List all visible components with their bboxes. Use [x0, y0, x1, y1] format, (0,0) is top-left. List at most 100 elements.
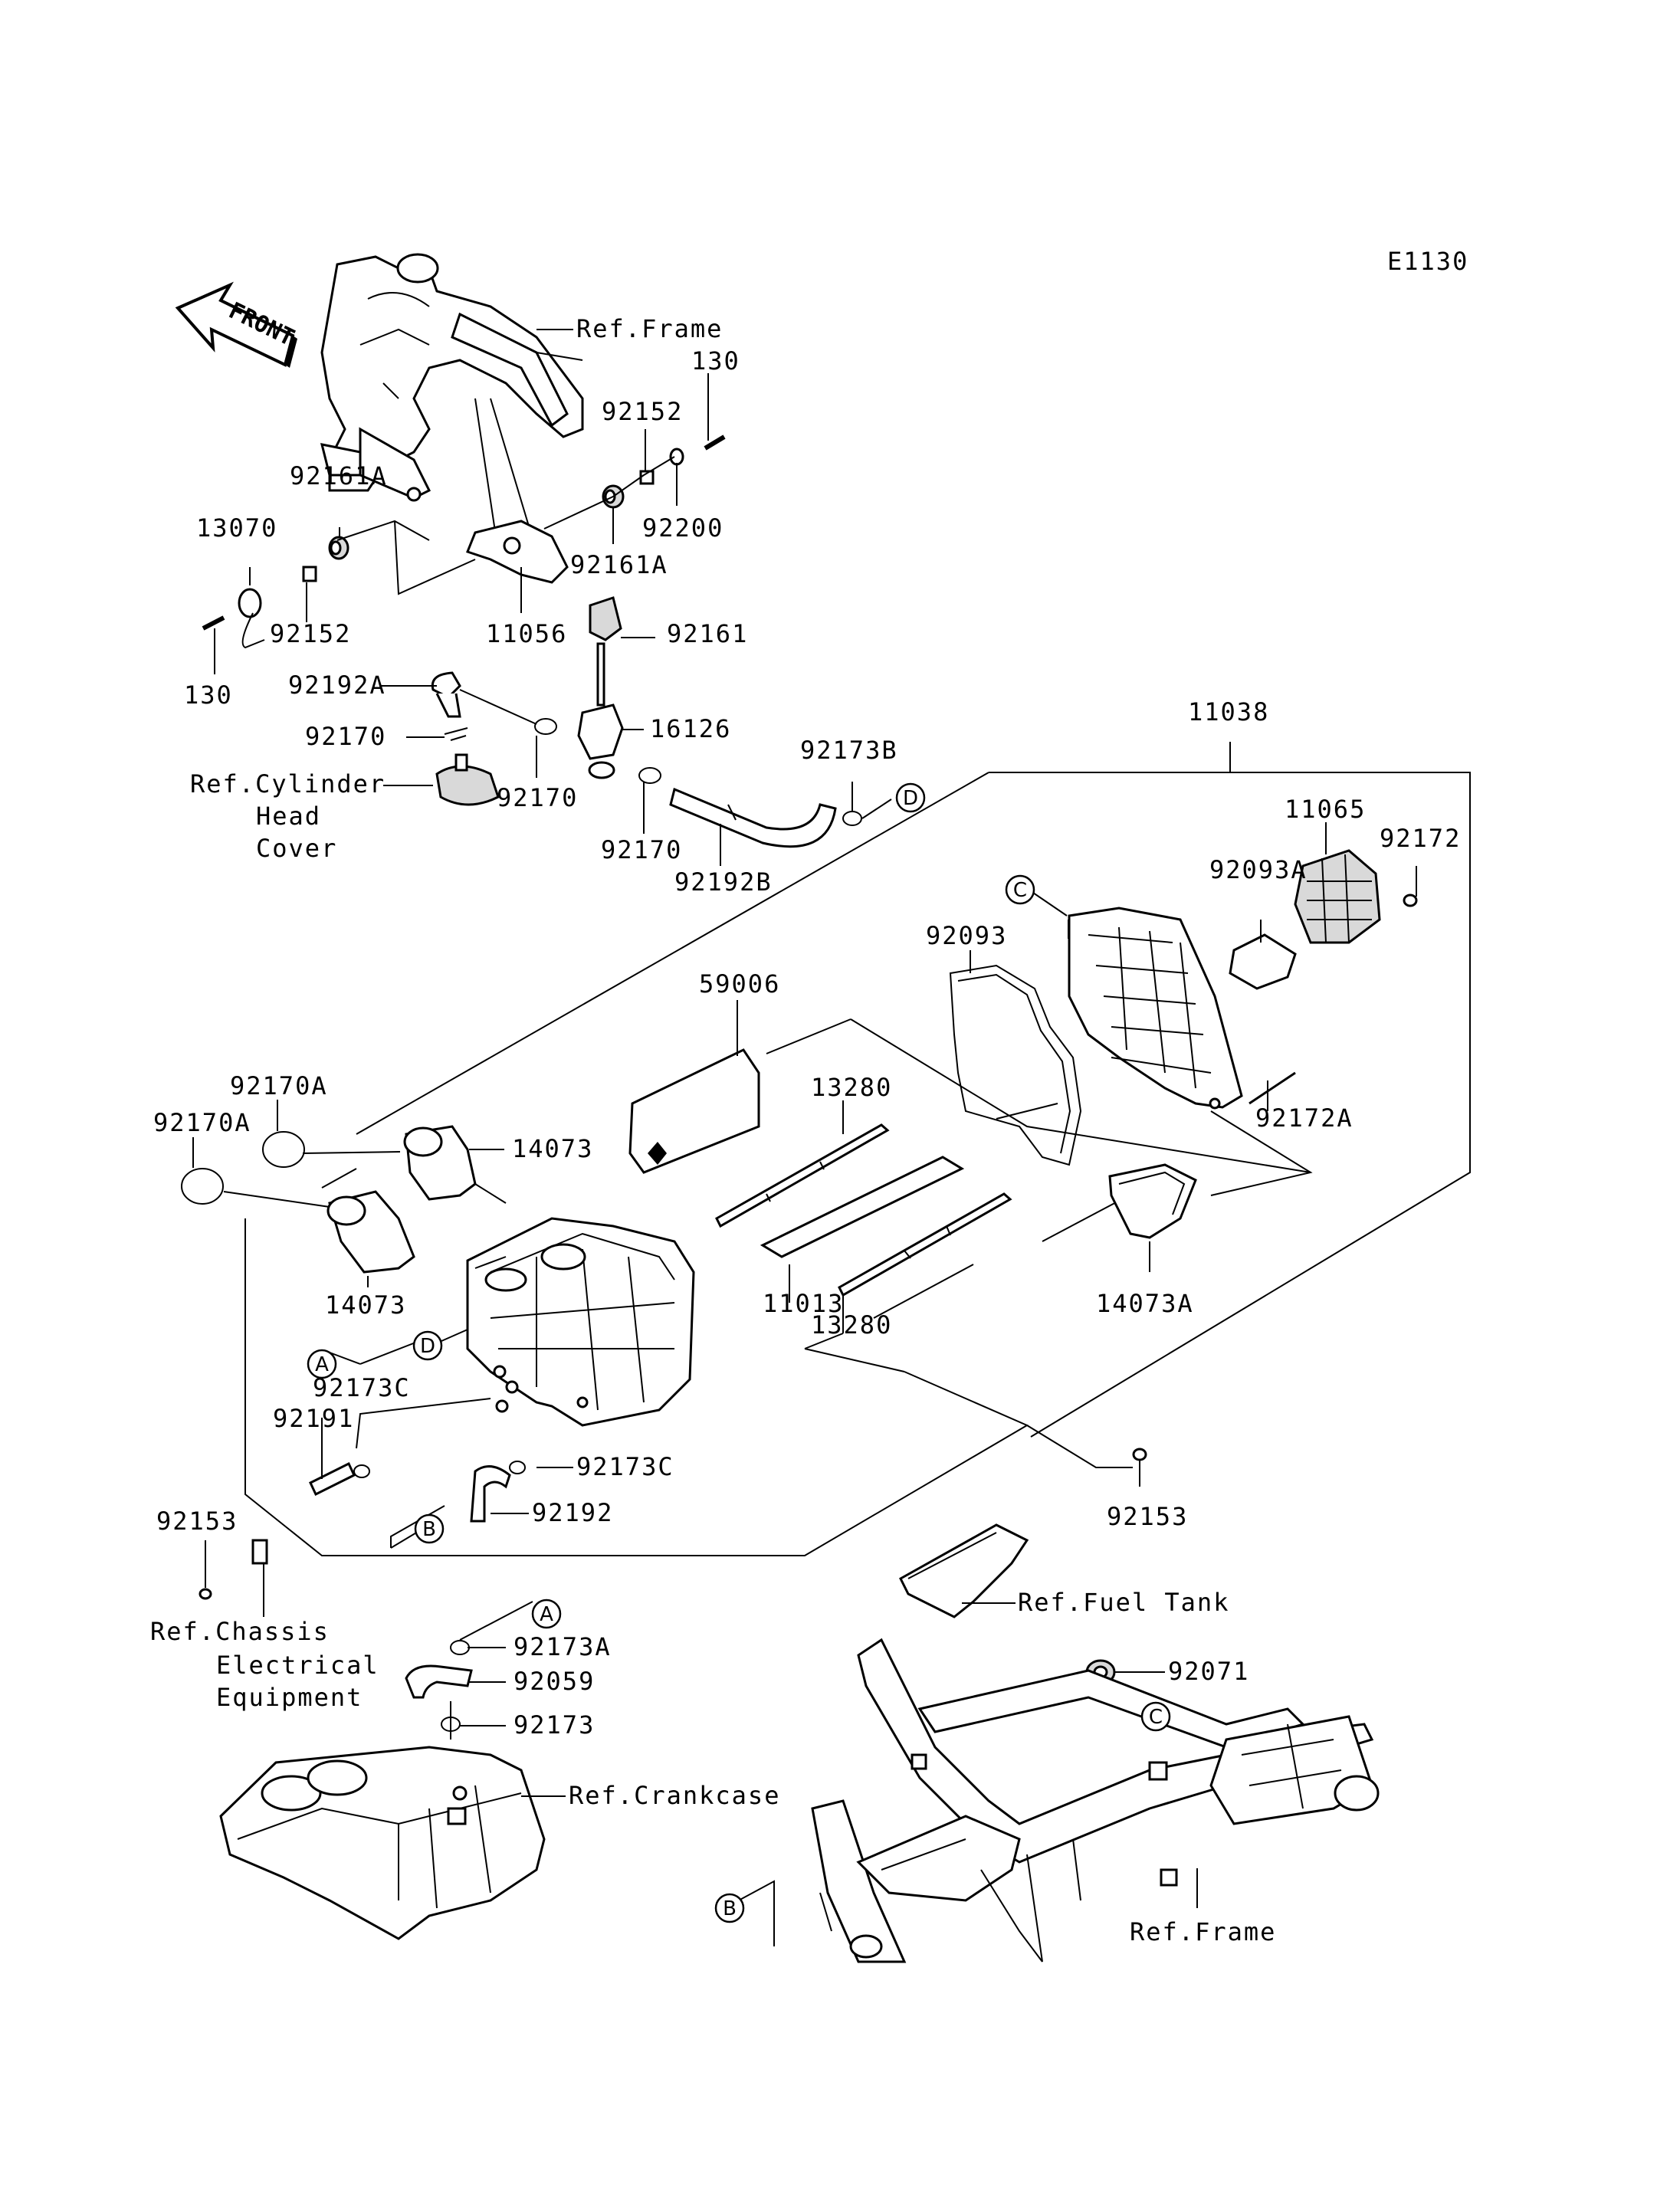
label-92093: 92093 — [926, 921, 1007, 950]
damper-92161A-left — [328, 536, 349, 560]
callout-a-crankcase: A — [531, 1599, 562, 1629]
label-ref-frame-bottom: Ref.Frame — [1130, 1917, 1276, 1946]
hose-92192A — [431, 671, 461, 718]
label-ref-chassis-2: Electrical — [216, 1651, 379, 1680]
label-14073A: 14073A — [1096, 1289, 1194, 1318]
svg-text:C: C — [1149, 1706, 1163, 1729]
front-arrow-icon: FRONT — [175, 281, 298, 368]
callout-d-case: D — [412, 1330, 443, 1361]
label-130-left: 130 — [184, 680, 233, 710]
screw-92172A — [1249, 1071, 1296, 1105]
label-11056: 11056 — [486, 619, 567, 648]
clamp-92173B — [842, 811, 862, 826]
clamp-92173C-left — [353, 1464, 370, 1478]
svg-text:D: D — [903, 787, 918, 810]
label-92173C-right: 92173C — [576, 1452, 674, 1481]
clamp-92173C-right — [509, 1461, 526, 1474]
label-130-top: 130 — [691, 346, 740, 375]
label-92170-a: 92170 — [305, 722, 386, 751]
clamp-92170-a — [444, 727, 468, 741]
clamp-92173A — [450, 1640, 470, 1655]
collar-92152-left — [302, 566, 317, 582]
hose-92192 — [470, 1465, 511, 1523]
svg-text:B: B — [723, 1897, 737, 1920]
label-92152-top: 92152 — [602, 397, 683, 426]
label-92192B: 92192B — [674, 867, 773, 897]
label-16126: 16126 — [650, 714, 731, 743]
main-frame-illustration — [811, 1638, 1380, 1963]
label-92173B: 92173B — [800, 736, 898, 765]
element-13280-bottom — [838, 1192, 1012, 1297]
fuel-tank-bracket — [899, 1523, 1029, 1618]
clamp-92170-c — [638, 767, 661, 784]
callout-d-top: D — [895, 782, 926, 813]
bolt-92153-right — [1132, 1448, 1147, 1461]
filter-59006 — [628, 1048, 760, 1174]
clamp-92170A-left — [181, 1168, 224, 1205]
label-92153-left: 92153 — [156, 1507, 238, 1536]
reed-valve-cover — [435, 753, 500, 806]
label-ref-frame-top: Ref.Frame — [576, 314, 723, 343]
label-59006: 59006 — [699, 969, 780, 998]
label-92152-left: 92152 — [270, 619, 351, 648]
label-92161: 92161 — [667, 619, 748, 648]
label-92191: 92191 — [273, 1404, 354, 1433]
svg-text:A: A — [315, 1353, 329, 1376]
diagram-id: E1130 — [1387, 247, 1468, 276]
valve-16126 — [577, 642, 624, 779]
bolt-92153-left — [199, 1539, 268, 1600]
label-92173C-left: 92173C — [313, 1373, 411, 1402]
clamp-92170A-top — [262, 1131, 305, 1168]
label-92170A-top: 92170A — [230, 1071, 328, 1100]
element-13280-top — [715, 1123, 890, 1228]
label-92192: 92192 — [532, 1498, 613, 1527]
callout-b-frame: B — [714, 1893, 745, 1923]
label-92071: 92071 — [1168, 1657, 1249, 1686]
bolt-130-left — [202, 615, 225, 631]
label-ref-cylinder-3: Cover — [256, 834, 337, 863]
hose-92192B — [669, 787, 837, 848]
label-ref-chassis-3: Equipment — [216, 1683, 363, 1712]
label-ref-chassis-1: Ref.Chassis — [150, 1617, 330, 1646]
label-92200: 92200 — [642, 513, 724, 543]
valve-92161 — [589, 596, 622, 641]
hose-92191 — [309, 1461, 356, 1497]
gasket-92093 — [949, 964, 1082, 1166]
label-92173A: 92173A — [514, 1632, 612, 1661]
label-11013: 11013 — [763, 1289, 844, 1318]
svg-text:B: B — [422, 1518, 436, 1541]
label-ref-fuel-tank: Ref.Fuel Tank — [1018, 1588, 1229, 1617]
gasket-92093A — [1229, 933, 1297, 990]
label-92093A: 92093A — [1209, 855, 1308, 884]
duct-14073-top — [403, 1125, 477, 1201]
label-11065: 11065 — [1285, 795, 1366, 824]
label-14073-top: 14073 — [512, 1134, 593, 1163]
air-cleaner-case — [466, 1217, 695, 1427]
frame-head-illustration — [320, 253, 584, 553]
label-14073-bottom: 14073 — [325, 1290, 406, 1320]
callout-c-frame: C — [1140, 1701, 1171, 1732]
callout-b-case: B — [414, 1513, 445, 1544]
label-92170-c: 92170 — [601, 835, 682, 864]
cover-11065 — [1068, 907, 1243, 1110]
label-92059: 92059 — [514, 1667, 595, 1696]
element-11013 — [760, 1156, 965, 1258]
label-ref-cylinder-2: Head — [256, 802, 321, 831]
label-92192A: 92192A — [288, 671, 386, 700]
svg-text:C: C — [1013, 879, 1027, 902]
label-92172: 92172 — [1380, 824, 1461, 853]
callout-c-top: C — [1005, 874, 1035, 905]
label-13070: 13070 — [196, 513, 277, 543]
svg-text:D: D — [420, 1335, 435, 1358]
screw-92172 — [1403, 894, 1418, 907]
svg-text:A: A — [540, 1603, 553, 1626]
label-92153-right: 92153 — [1107, 1502, 1188, 1531]
duct-14073-bottom — [326, 1190, 415, 1274]
bracket-11056 — [466, 520, 569, 584]
label-92170-b: 92170 — [497, 783, 578, 812]
label-92170A-left: 92170A — [153, 1108, 251, 1137]
label-13280-bottom: 13280 — [811, 1310, 892, 1340]
label-13280-top: 13280 — [811, 1073, 892, 1102]
